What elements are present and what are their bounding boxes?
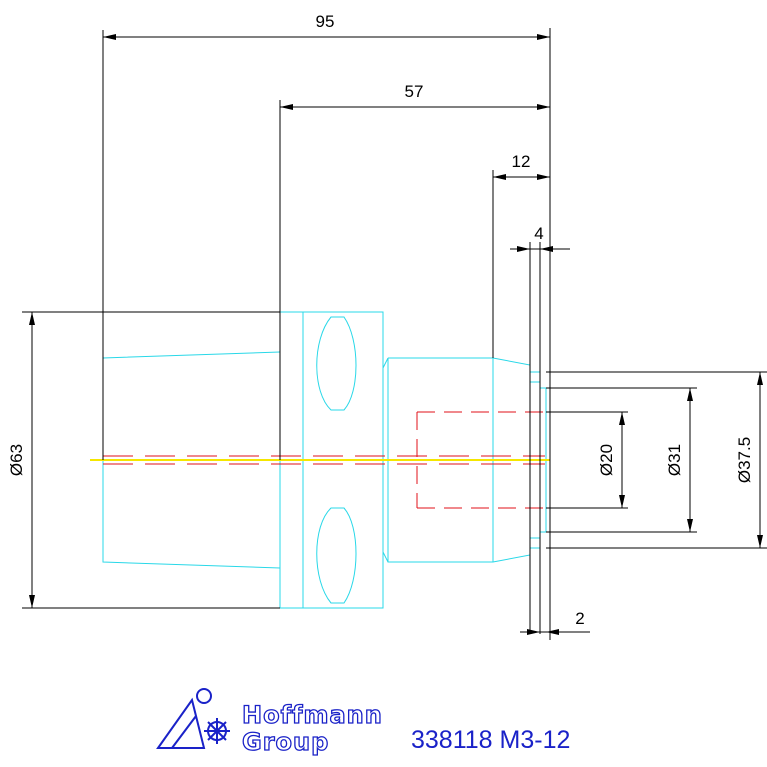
dim-collar-length: 4: [534, 224, 543, 243]
dim-collar-diameter: Ø37.5: [735, 437, 754, 483]
hidden-bore: [416, 411, 545, 509]
center-line: [90, 455, 550, 465]
dim-body-diameter: Ø63: [7, 444, 26, 476]
logo-word-top: Hoffmann: [242, 701, 383, 729]
upper-slot: [316, 316, 357, 411]
dim-bore-diameter: Ø20: [597, 444, 616, 476]
dim-shank-length: 12: [512, 152, 531, 171]
hoffmann-logo: Hoffmann Group: [156, 688, 383, 757]
lower-slot: [316, 507, 357, 604]
part-number: 338118 M3-12: [411, 726, 570, 754]
dimension-arrows: [29, 34, 763, 635]
dim-step-length: 2: [575, 609, 584, 628]
dim-overall-length: 95: [316, 12, 335, 31]
dimension-lines: [22, 28, 767, 640]
logo-mark-icon: [156, 688, 230, 749]
dim-body-length: 57: [405, 82, 424, 101]
dim-shank-diameter: Ø31: [665, 444, 684, 476]
logo-word-bottom: Group: [242, 728, 329, 756]
